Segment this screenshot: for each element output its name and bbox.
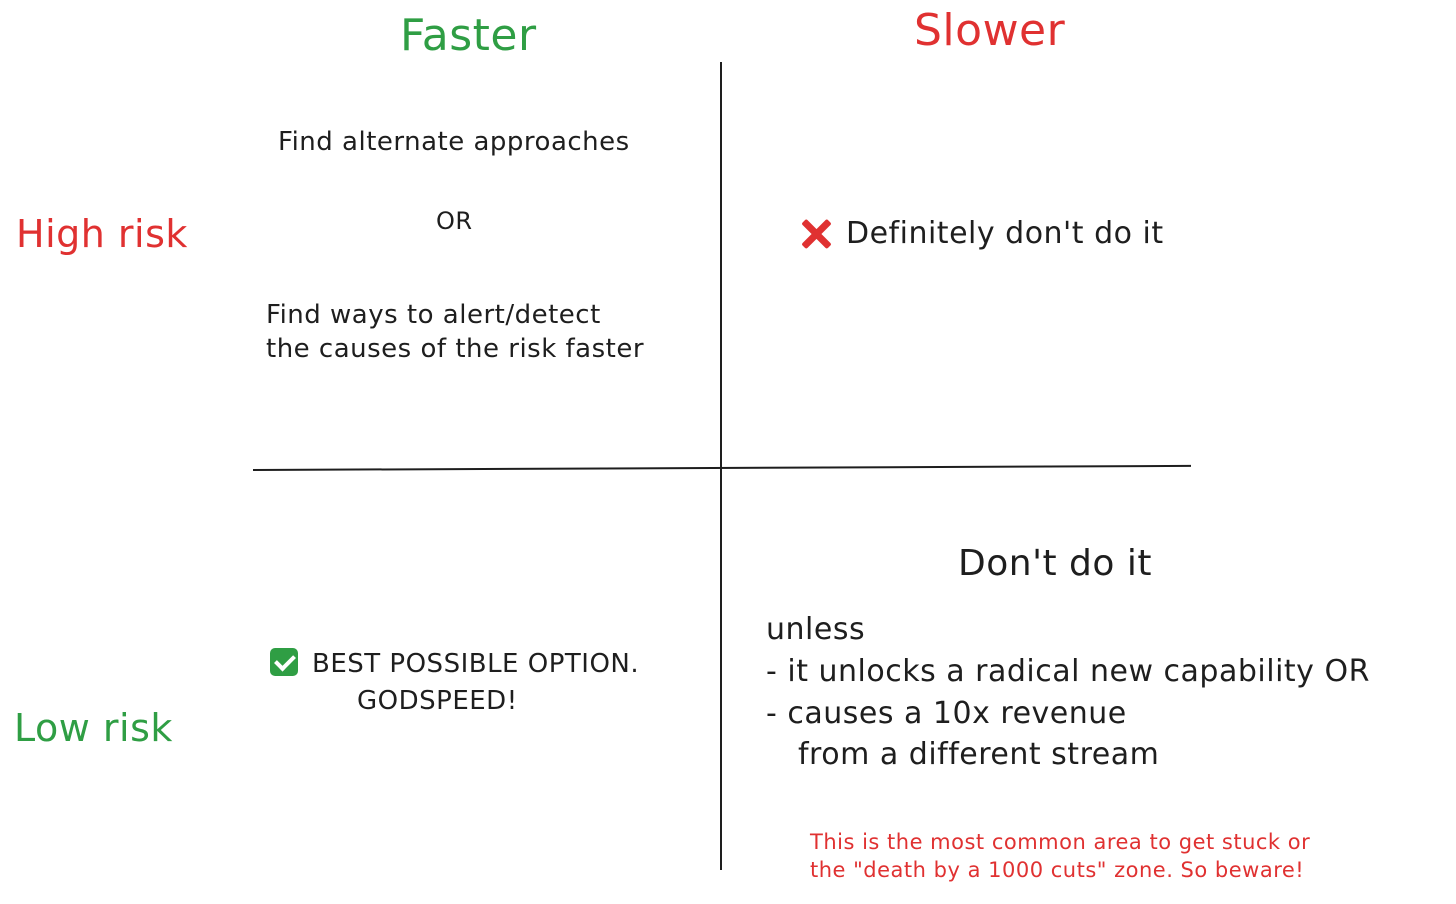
unless-text: unless — [766, 612, 866, 647]
or-text: OR — [436, 207, 473, 235]
godspeed-text: GODSPEED! — [357, 686, 518, 716]
alternate-approaches-text: Find alternate approaches — [278, 127, 630, 157]
warning-note: This is the most common area to get stuc… — [810, 830, 1311, 882]
best-option-line: BEST POSSIBLE OPTION. — [270, 648, 639, 679]
column-header-slower: Slower — [914, 5, 1066, 56]
alert-detect-text: Find ways to alert/detect the causes of … — [266, 300, 645, 364]
row-header-low-risk: Low risk — [14, 706, 173, 750]
exception-item-revenue-cont: from a different stream — [798, 737, 1160, 772]
row-header-high-risk: High risk — [16, 212, 188, 256]
exception-item-revenue: - causes a 10x revenue — [766, 696, 1127, 731]
cross-mark-icon — [800, 218, 832, 250]
dont-do-it-title: Don't do it — [958, 543, 1152, 584]
column-header-faster: Faster — [400, 10, 537, 61]
check-mark-button-icon — [270, 648, 298, 676]
exception-item-capability: - it unlocks a radical new capability OR — [766, 654, 1370, 689]
quadrant-high-slower: Definitely don't do it — [800, 216, 1164, 251]
definitely-dont-text: Definitely don't do it — [846, 216, 1164, 251]
best-option-text: BEST POSSIBLE OPTION. — [312, 649, 640, 679]
